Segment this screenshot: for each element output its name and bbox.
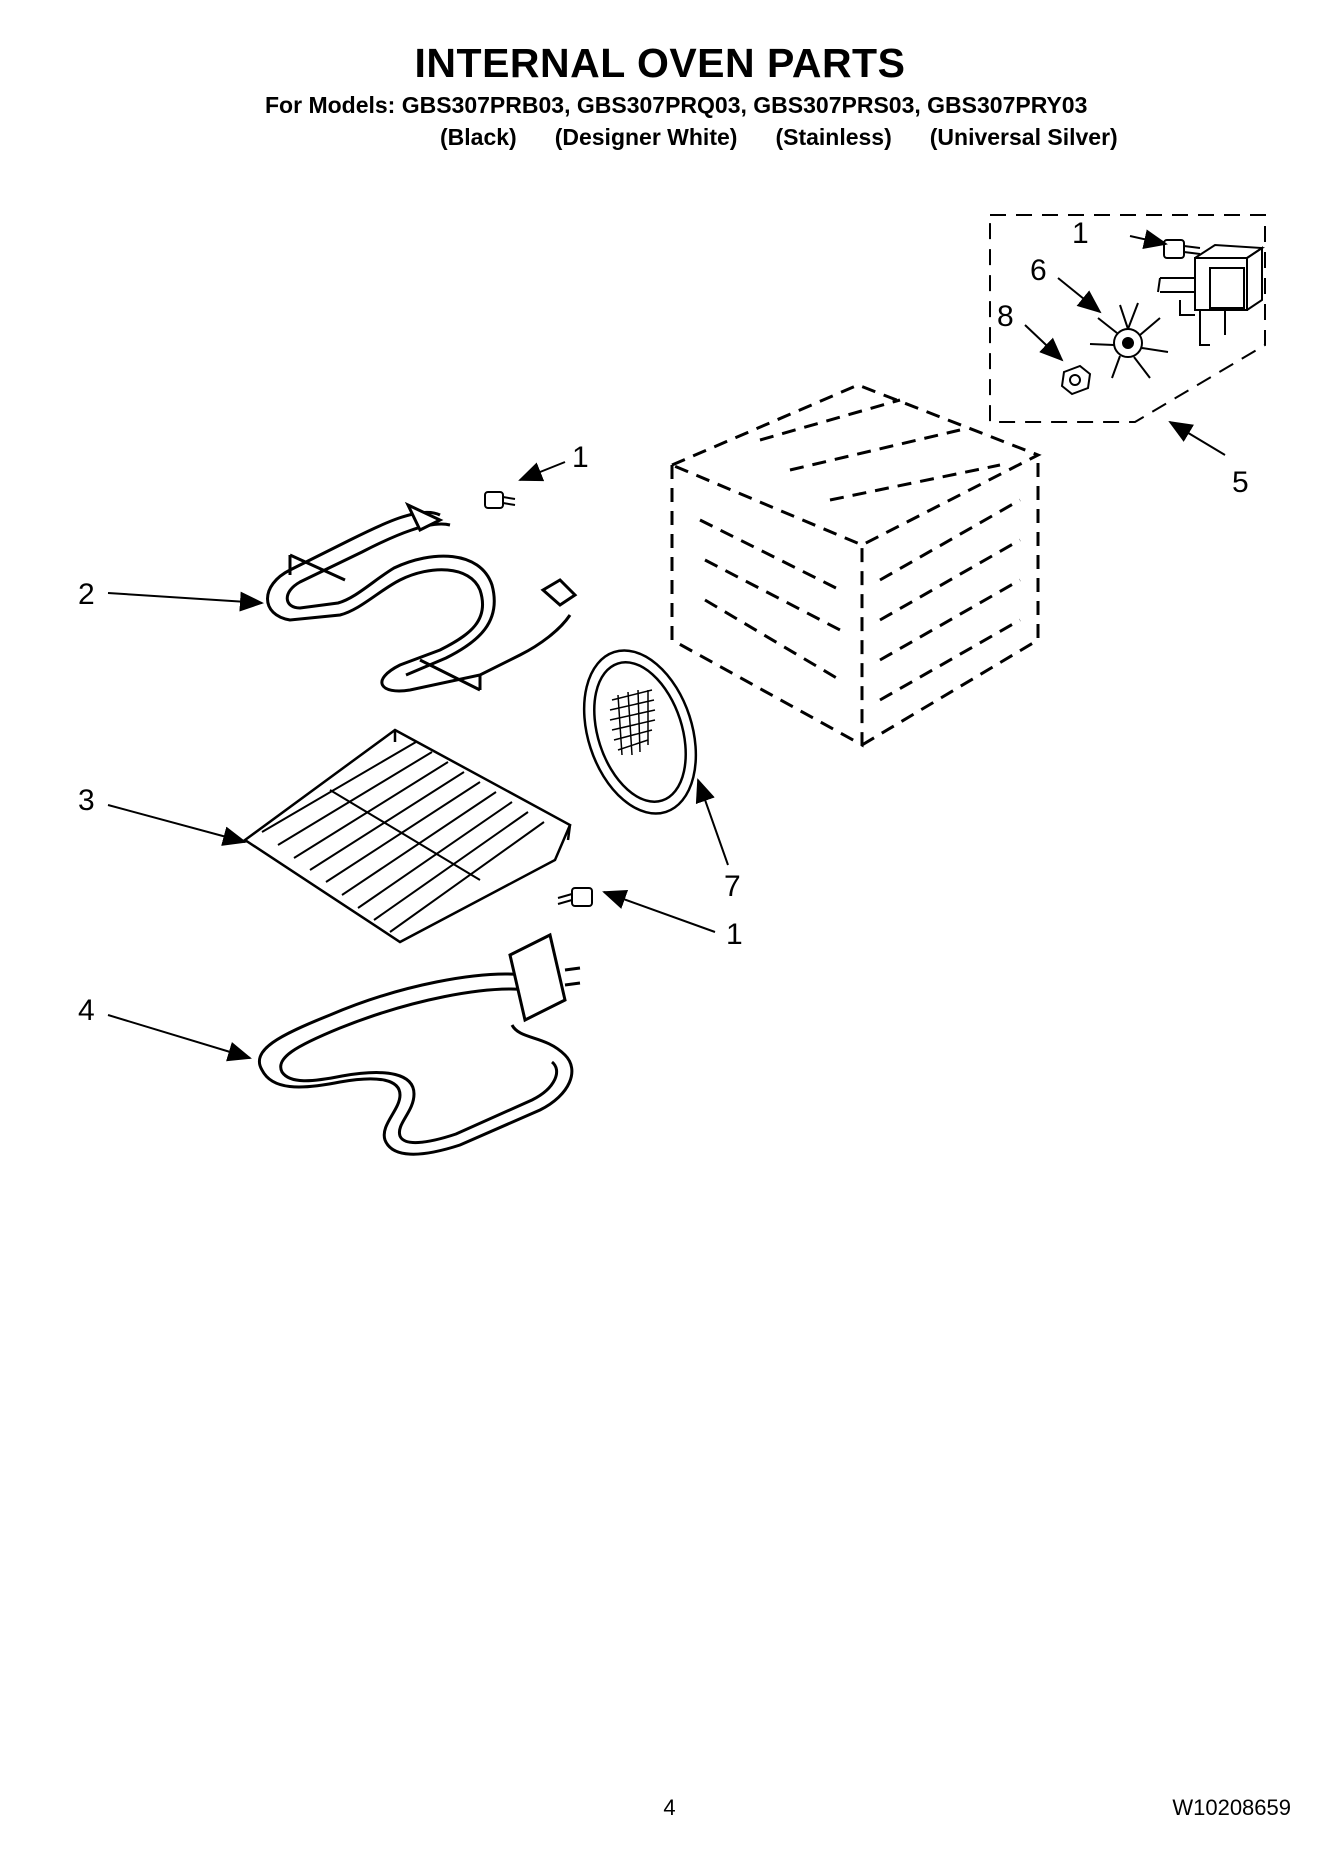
callout-2: 2 (78, 578, 95, 611)
callout-leaders (107, 229, 1226, 1062)
variant-stainless: (Stainless) (775, 124, 892, 150)
variant-black: (Black) (440, 124, 517, 150)
fan-blade (1089, 302, 1169, 379)
screw-icon (557, 887, 593, 907)
callout-1-fan-screw: 1 (1072, 217, 1089, 250)
oven-rack (242, 728, 572, 944)
page-number: 4 (663, 1795, 676, 1820)
model-variants: (Black) (Designer White) (Stainless) (Unive… (440, 124, 1156, 151)
callout-3: 3 (78, 784, 95, 817)
callout-4: 4 (78, 994, 95, 1027)
screw-icon (484, 491, 516, 509)
variant-designer-white: (Designer White) (554, 124, 738, 150)
callout-7: 7 (724, 870, 741, 903)
callout-8: 8 (997, 300, 1014, 333)
bake-element (257, 932, 581, 1156)
broil-element (266, 501, 578, 693)
models-line: For Models: GBS307PRB03, GBS307PRQ03, GB… (265, 92, 1088, 118)
oven-cavity (668, 383, 1042, 748)
callout-5: 5 (1232, 466, 1249, 499)
page-title: INTERNAL OVEN PARTS (414, 40, 906, 86)
nut-icon (1060, 364, 1092, 396)
fan-motor (1157, 243, 1266, 346)
screw-icon (1163, 239, 1201, 259)
callout-1-broil-screw: 1 (572, 441, 589, 474)
callout-1-bake-screw: 1 (726, 918, 743, 951)
callout-6: 6 (1030, 254, 1047, 287)
variant-universal-silver: (Universal Silver) (929, 124, 1118, 150)
convection-fan-kit (989, 214, 1266, 423)
fan-baffle (582, 649, 698, 815)
document-number: W10208659 (1172, 1795, 1291, 1820)
